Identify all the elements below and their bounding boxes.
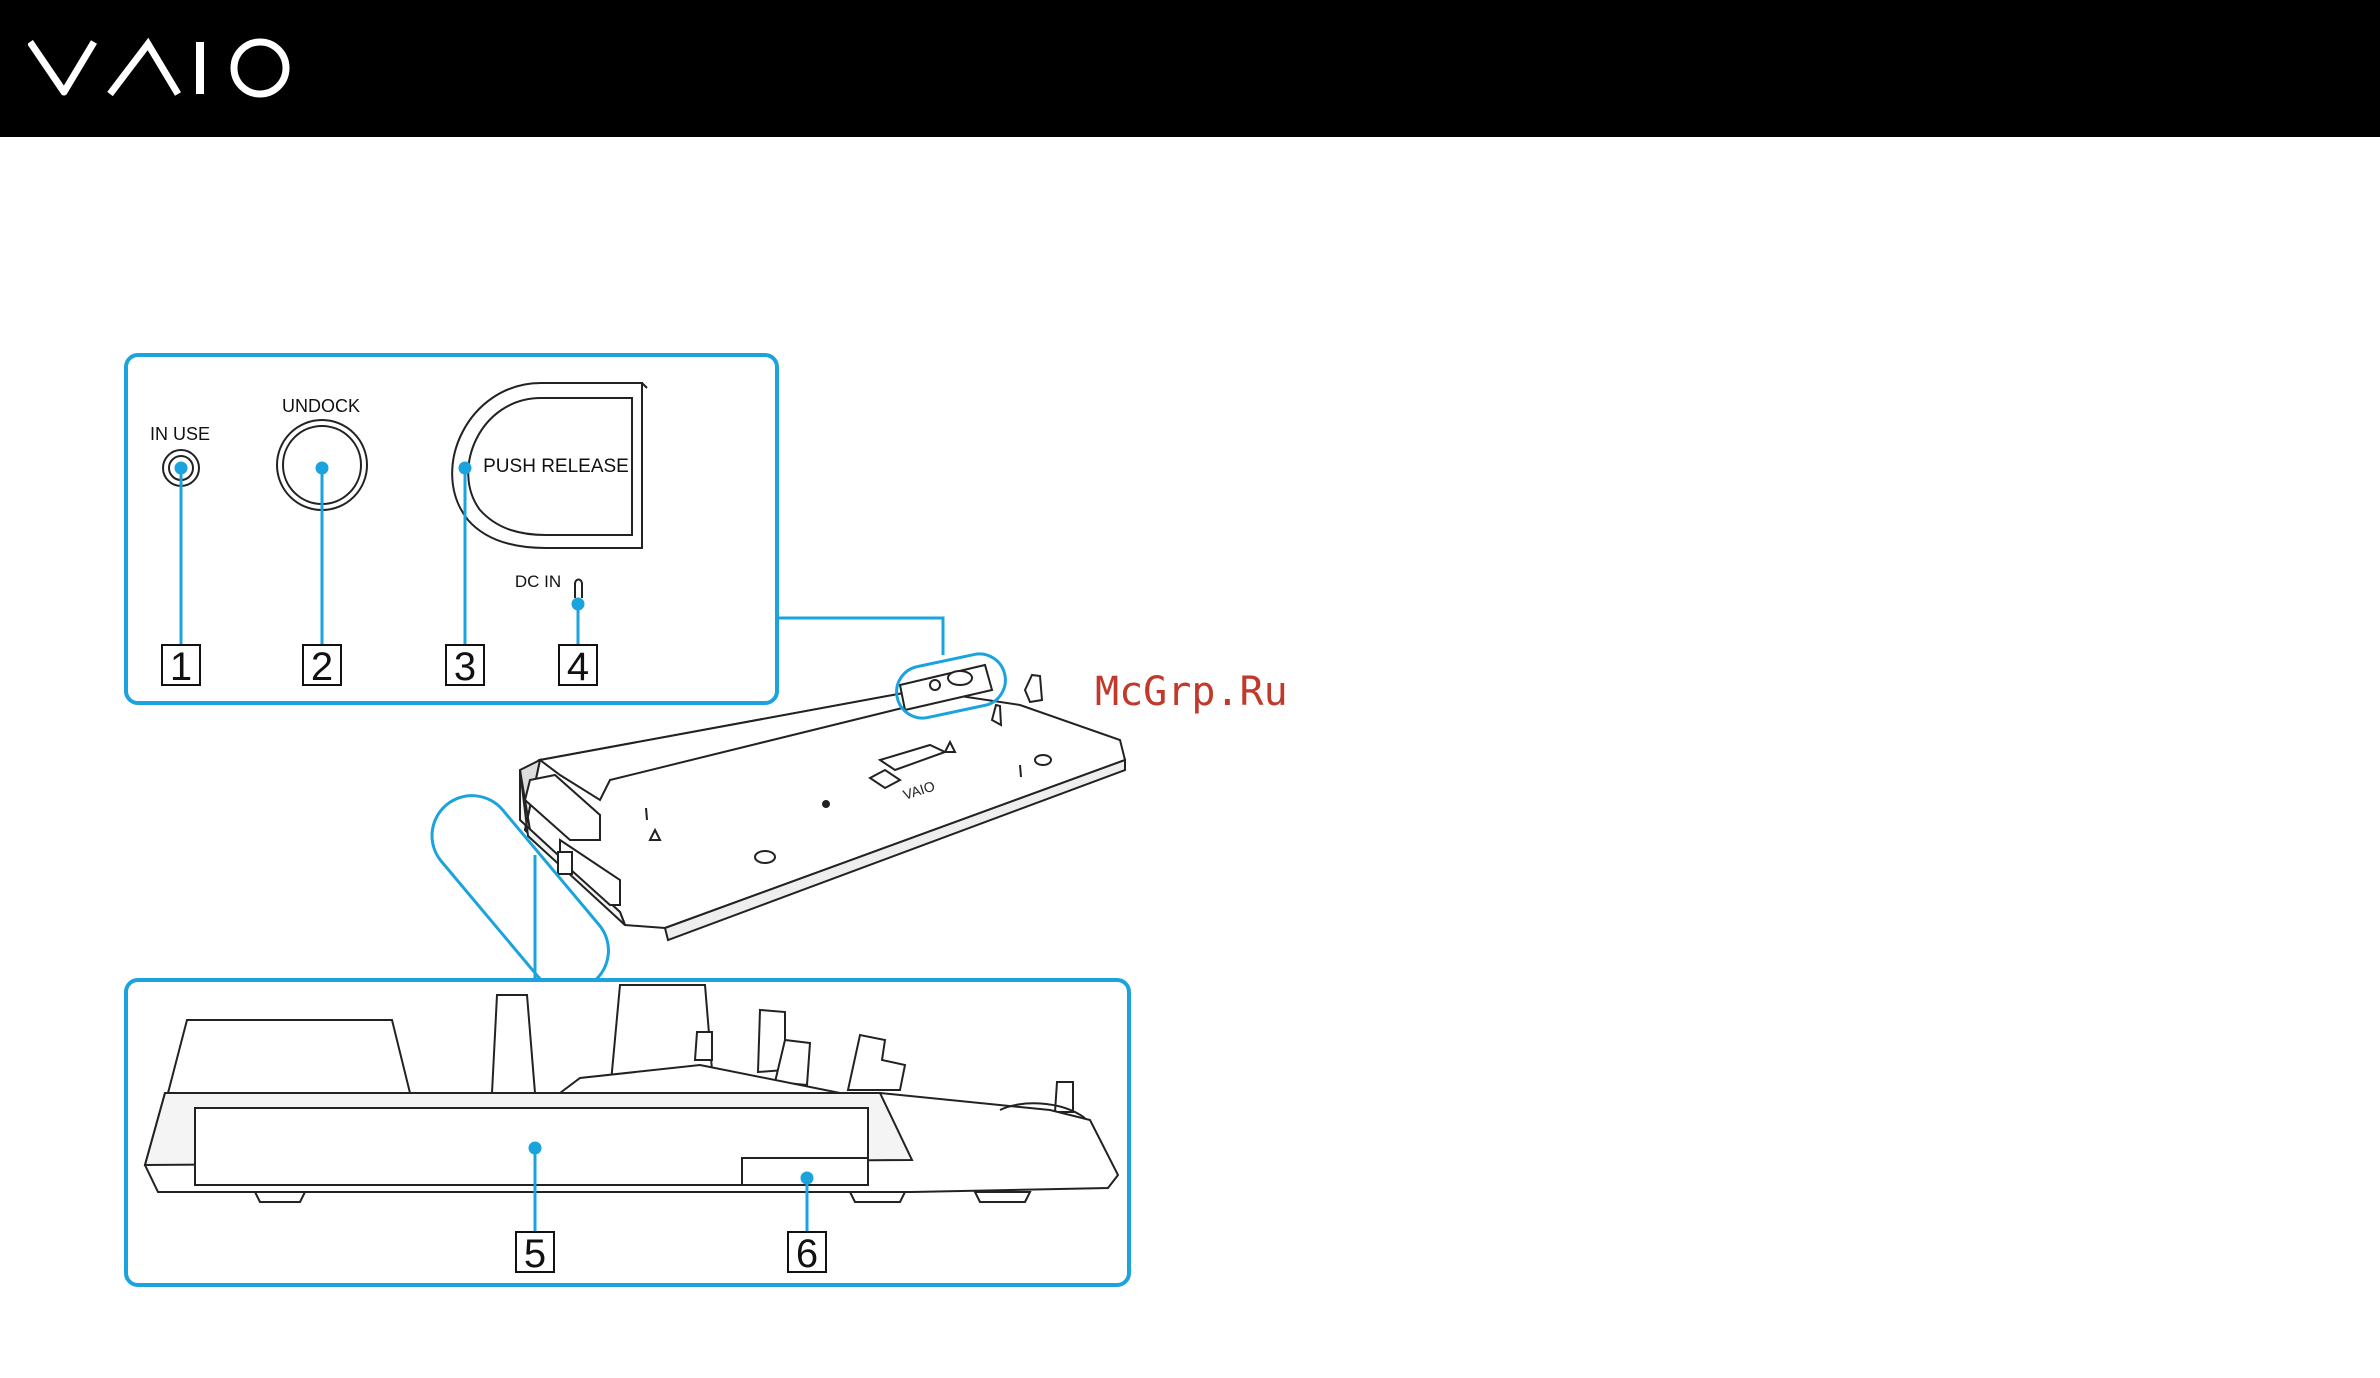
bottom-detail-panel: 5 6: [126, 980, 1129, 1285]
svg-text:4: 4: [567, 645, 589, 689]
top-connector-line: [778, 618, 943, 655]
callout-6: 6: [788, 1232, 826, 1276]
push-release-label: PUSH RELEASE: [483, 456, 629, 477]
in-use-label: IN USE: [150, 424, 210, 444]
svg-text:2: 2: [311, 645, 333, 689]
watermark-text: McGrp.Ru: [1095, 669, 1288, 715]
callout-1: 1: [162, 645, 200, 689]
callout-2: 2: [303, 645, 341, 689]
svg-text:5: 5: [524, 1232, 546, 1276]
dc-in-label: DC IN: [515, 572, 561, 591]
callout-3: 3: [446, 645, 484, 689]
top-detail-panel: IN USE UNDOCK PUSH RELEASE DC IN: [126, 355, 777, 703]
callout-4: 4: [559, 645, 597, 689]
callout-5: 5: [516, 1232, 554, 1276]
docking-station-illustration: VAIO: [520, 665, 1125, 940]
svg-text:1: 1: [170, 645, 192, 689]
svg-text:6: 6: [796, 1232, 818, 1276]
svg-text:3: 3: [454, 645, 476, 689]
undock-label: UNDOCK: [282, 396, 360, 416]
